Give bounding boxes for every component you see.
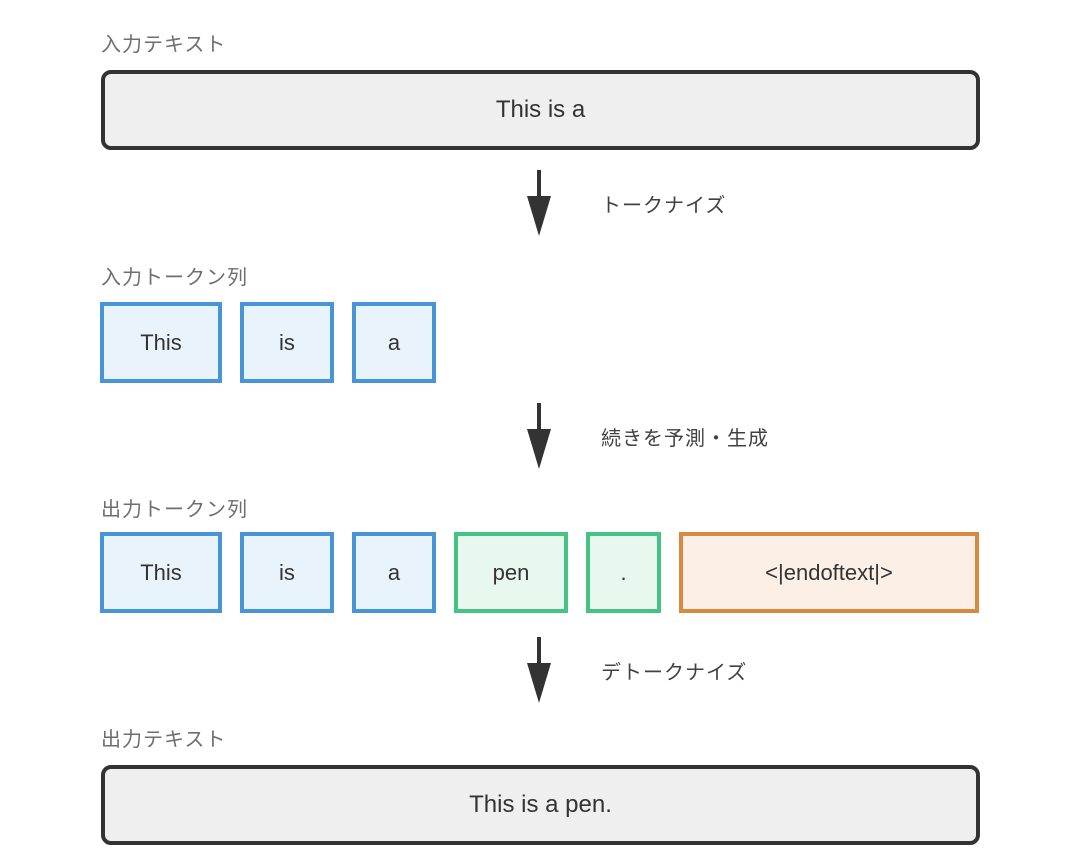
- generate-step-label: 続きを予測・生成: [601, 427, 769, 450]
- token-a: a: [352, 532, 436, 613]
- output-text-label: 出力テキスト: [101, 729, 227, 751]
- token-text: is: [279, 559, 295, 585]
- output-token-row: This is a pen . <|endoftext|>: [100, 532, 979, 613]
- token-this: This: [100, 532, 222, 613]
- output-text-box: This is a pen.: [101, 765, 980, 845]
- arrow-head: [527, 663, 551, 703]
- token-text: is: [279, 329, 295, 355]
- input-token-sequence-label: 入力トークン列: [101, 267, 248, 289]
- detokenize-step-label: デトークナイズ: [601, 661, 748, 684]
- output-text-value: This is a pen.: [469, 791, 612, 818]
- arrow-stem: [537, 403, 541, 429]
- token-text: pen: [492, 559, 530, 585]
- token-text: a: [387, 329, 401, 355]
- input-text-label: 入力テキスト: [101, 34, 227, 56]
- arrow-down-icon: [527, 170, 551, 236]
- token-is: is: [240, 302, 334, 383]
- arrow-down-icon: [527, 637, 551, 703]
- token-is: is: [240, 532, 334, 613]
- arrow-stem: [537, 170, 541, 196]
- input-text-value: This is a: [495, 96, 586, 123]
- tokenize-step-label: トークナイズ: [601, 194, 727, 217]
- arrow-head: [527, 196, 551, 236]
- token-text: This: [140, 559, 182, 585]
- token-this: This: [100, 302, 222, 383]
- arrow-stem: [537, 637, 541, 663]
- token-endoftext: <|endoftext|>: [679, 532, 979, 613]
- token-text: a: [387, 559, 401, 585]
- token-text: .: [620, 559, 627, 585]
- token-text: This: [140, 329, 182, 355]
- input-token-row: This is a: [100, 302, 436, 383]
- token-a: a: [352, 302, 436, 383]
- token-text: <|endoftext|>: [765, 559, 893, 585]
- token-pen: pen: [454, 532, 568, 613]
- token-period: .: [586, 532, 661, 613]
- arrow-head: [527, 429, 551, 469]
- input-text-box: This is a: [101, 70, 980, 150]
- output-token-sequence-label: 出力トークン列: [101, 499, 248, 521]
- arrow-down-icon: [527, 403, 551, 469]
